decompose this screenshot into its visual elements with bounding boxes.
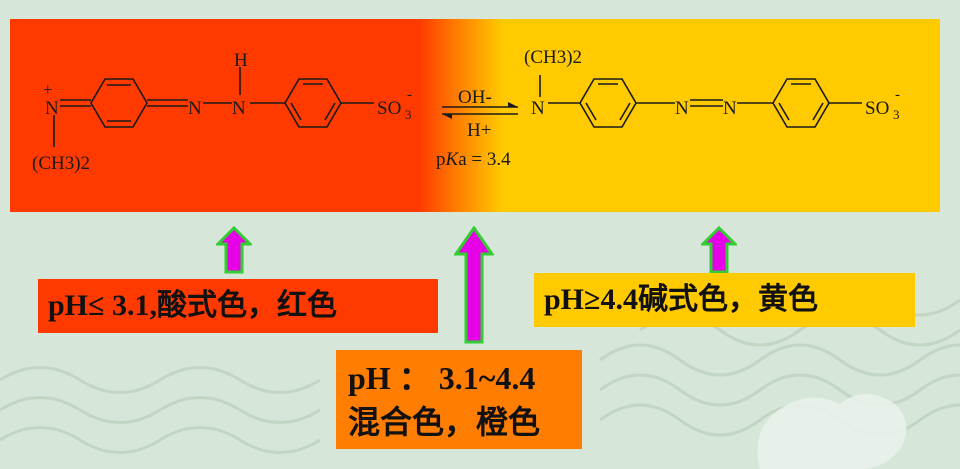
acid-h: H xyxy=(234,50,248,71)
acid-n-charge: + xyxy=(43,80,53,99)
base-group: SO xyxy=(865,98,889,119)
base-up-arrow-icon xyxy=(701,226,737,274)
acid-group: SO xyxy=(377,98,401,119)
mixed-color-name: 混合色，橙色 xyxy=(348,404,541,440)
reaction-diagram: + N (CH3)2 N N H SO 3 - OH- H+ pKa = 3.4 xyxy=(32,47,900,174)
mixed-up-arrow-icon xyxy=(454,226,494,344)
base-substituent: (CH3)2 xyxy=(524,47,582,68)
acid-azo-n1: N xyxy=(188,98,202,119)
forward-reagent: OH- xyxy=(458,87,492,108)
acid-substituent: (CH3)2 xyxy=(32,153,90,174)
base-amine-n: N xyxy=(531,98,545,119)
reverse-reagent: H+ xyxy=(467,120,491,141)
base-group-sub: 3 xyxy=(893,107,900,122)
acid-group-charge: - xyxy=(407,87,412,103)
base-form-structure xyxy=(539,75,862,128)
acid-up-arrow-icon xyxy=(216,226,252,274)
acid-azo-n2: N xyxy=(232,98,246,119)
mixed-color-label: pH ： 3.1~4.4 混合色，橙色 xyxy=(336,350,582,449)
base-azo-n2: N xyxy=(723,98,737,119)
pka-value: pKa = 3.4 xyxy=(436,149,511,170)
base-azo-n1: N xyxy=(675,98,689,119)
base-color-label: pH≥4.4碱式色，黄色 xyxy=(534,273,915,327)
dragon-ornament-icon xyxy=(757,394,907,469)
base-group-charge: - xyxy=(895,87,900,103)
acid-group-sub: 3 xyxy=(405,107,412,122)
acid-form-structure xyxy=(53,67,374,147)
equilibrium-arrows xyxy=(442,102,518,119)
color-band xyxy=(10,19,940,212)
acid-amine-n: N xyxy=(45,98,59,119)
mixed-ph-range: pH ： 3.1~4.4 xyxy=(348,360,536,396)
acid-color-label: pH≤ 3.1,酸式色，红色 xyxy=(38,279,438,333)
